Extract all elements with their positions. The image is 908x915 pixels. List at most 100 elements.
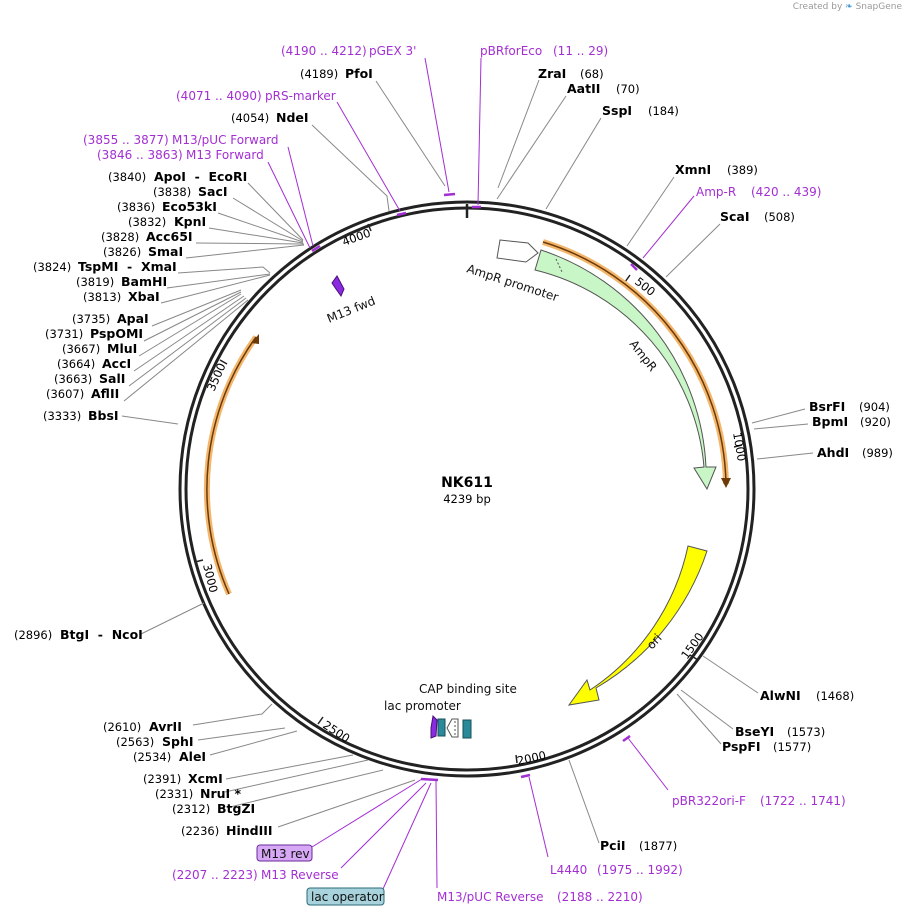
svg-text:pGEX 3': pGEX 3'	[369, 44, 416, 58]
svg-text:ScaI: ScaI	[720, 209, 750, 224]
lac-operator-box-label: lac operator	[306, 887, 385, 906]
tick-2000: 2000	[516, 748, 548, 768]
enzyme-bsrfi: BsrFI(904)	[809, 399, 890, 414]
snapgene-logo-icon: ❧	[845, 2, 853, 12]
svg-text:SmaI: SmaI	[148, 244, 183, 259]
svg-text:(2207 .. 2223): (2207 .. 2223)	[172, 868, 258, 882]
svg-text:HindIII: HindIII	[226, 823, 273, 838]
enzyme-acci: (3664) AccI	[57, 356, 131, 371]
svg-text:Amp-R: Amp-R	[696, 185, 736, 199]
svg-text:AflII: AflII	[91, 386, 119, 401]
svg-text:AccI: AccI	[102, 356, 131, 371]
svg-text:(2331): (2331)	[155, 787, 193, 801]
svg-text:(4189): (4189)	[300, 67, 338, 81]
svg-text:(3731): (3731)	[45, 327, 83, 341]
svg-text:(3828): (3828)	[101, 230, 139, 244]
svg-text:pRS-marker: pRS-marker	[265, 89, 336, 103]
enzyme-ndei: (4054)NdeI	[231, 110, 309, 125]
svg-text:(3819): (3819)	[76, 275, 114, 289]
svg-text:(4190 .. 4212): (4190 .. 4212)	[281, 44, 367, 58]
svg-text:M13 Forward: M13 Forward	[186, 148, 264, 162]
enzyme-aatii: AatII (70)	[567, 81, 640, 96]
svg-text:BtgZI: BtgZI	[217, 801, 255, 816]
svg-text:(3664): (3664)	[57, 357, 95, 371]
svg-text:PspFI: PspFI	[722, 739, 761, 754]
enzyme-kpni: (3832)KpnI	[128, 214, 206, 229]
svg-text:M13/pUC Reverse: M13/pUC Reverse	[437, 890, 544, 904]
svg-text:ZraI: ZraI	[538, 66, 566, 81]
svg-text:(420 .. 439): (420 .. 439)	[751, 185, 821, 199]
enzyme-pfoi: (4189)PfoI	[300, 66, 373, 81]
svg-text:(1577): (1577)	[773, 740, 811, 754]
primer-m13-forward: (3846 .. 3863)M13 Forward	[97, 148, 264, 162]
svg-text:L4440: L4440	[550, 863, 587, 877]
svg-text:(70): (70)	[616, 82, 640, 96]
svg-text:PciI: PciI	[600, 838, 626, 853]
svg-text:AvrII: AvrII	[149, 719, 182, 734]
svg-text:(3824): (3824)	[33, 260, 71, 274]
svg-text:(508): (508)	[764, 210, 795, 224]
svg-text:(3667): (3667)	[62, 342, 100, 356]
enzyme-sspi: SspI (184)	[602, 103, 679, 118]
svg-text:(989): (989)	[862, 446, 893, 460]
svg-text:XmnI: XmnI	[675, 162, 711, 177]
svg-text:(3838): (3838)	[153, 185, 191, 199]
enzyme-avrii: (2610)AvrII	[103, 719, 182, 734]
svg-text:(1975 .. 1992): (1975 .. 1992)	[597, 863, 683, 877]
svg-text:(3663): (3663)	[54, 372, 92, 386]
svg-text:(2896): (2896)	[14, 628, 52, 642]
svg-text:(904): (904)	[859, 400, 890, 414]
primer-pbrforeco: pBRforEco(11 .. 29)	[480, 44, 608, 58]
cap-binding-box	[462, 719, 472, 739]
svg-text:SphI: SphI	[162, 734, 194, 749]
tick-1000: 1000	[730, 431, 749, 462]
svg-text:XbaI: XbaI	[128, 289, 160, 304]
svg-text:(2312): (2312)	[172, 802, 210, 816]
svg-text:NruI *: NruI *	[200, 786, 242, 801]
svg-text:(184): (184)	[648, 104, 679, 118]
enzyme-leaders	[121, 79, 814, 844]
svg-text:SspI: SspI	[602, 103, 632, 118]
svg-text:(2188 .. 2210): (2188 .. 2210)	[557, 890, 643, 904]
primer-leaders	[267, 57, 695, 890]
ampr-gene-arrow	[534, 249, 717, 491]
enzyme-apoi-ecori: (3840)ApoI - EcoRI	[108, 169, 247, 184]
enzyme-bbsi: (3333)BbsI	[43, 408, 119, 423]
svg-text:AhdI: AhdI	[817, 445, 849, 460]
svg-text:(3735): (3735)	[72, 312, 110, 326]
lac-operator-label: lac operator	[311, 890, 384, 904]
svg-text:BtgI - NcoI: BtgI - NcoI	[60, 627, 143, 642]
svg-text:(1468): (1468)	[816, 689, 854, 703]
enzyme-pcii: PciI(1877)	[600, 838, 677, 853]
lac-promoter-label: lac promoter	[384, 699, 461, 713]
enzyme-bamhi: (3819) BamHI	[76, 274, 167, 289]
snapgene-credit: Created by ❧ SnapGene	[792, 2, 902, 12]
lac-operator-box	[437, 718, 446, 737]
svg-text:(3333): (3333)	[43, 409, 81, 423]
enzyme-nrui: (2331) NruI *	[155, 786, 242, 801]
svg-text:(3826): (3826)	[103, 245, 141, 259]
enzyme-pspfi: PspFI (1577)	[722, 739, 811, 754]
enzyme-sphi: (2563)SphI	[116, 734, 194, 749]
tick-2500: 2500	[320, 718, 352, 746]
svg-text:(3607): (3607)	[46, 387, 84, 401]
enzyme-xmni: XmnI(389)	[675, 162, 758, 177]
svg-text:(11 .. 29): (11 .. 29)	[553, 44, 608, 58]
enzyme-tspmi-xmai: (3824)TspMI - XmaI	[33, 259, 177, 274]
lac-promoter-arrow	[446, 718, 459, 738]
enzyme-hindiii: (2236) HindIII	[181, 823, 273, 838]
m13-fwd-label: M13 fwd	[325, 294, 377, 326]
svg-text:(2534): (2534)	[133, 750, 171, 764]
enzyme-alwni: AlwNI(1468)	[760, 688, 854, 703]
enzyme-xbai: (3813) XbaI	[83, 289, 160, 304]
svg-text:BamHI: BamHI	[121, 274, 167, 289]
cap-binding-site-label: CAP binding site	[419, 682, 517, 696]
enzyme-saci: (3838)SacI	[153, 184, 228, 199]
svg-text:(3836): (3836)	[117, 200, 155, 214]
enzyme-pspomi: (3731)PspOMI	[45, 326, 143, 341]
enzyme-sali: (3663)SalI	[54, 371, 125, 386]
svg-text:(3813): (3813)	[83, 290, 121, 304]
svg-text:(2236): (2236)	[181, 824, 219, 838]
svg-text:AatII: AatII	[567, 81, 600, 96]
